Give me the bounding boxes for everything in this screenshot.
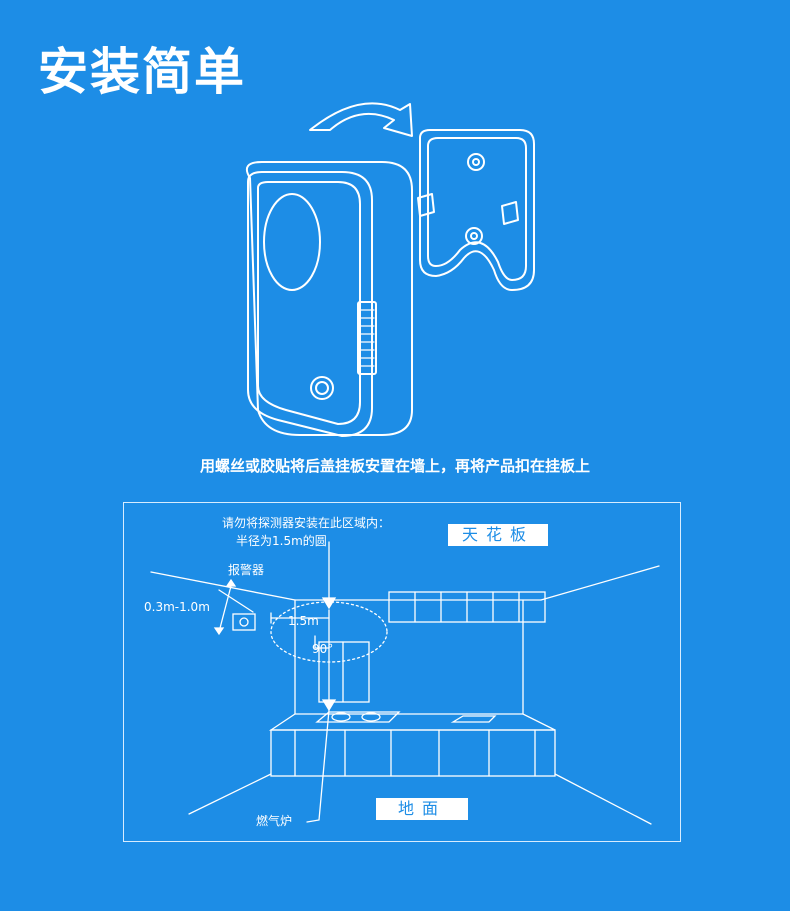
product-illustration bbox=[246, 102, 535, 437]
ceiling-label: 天花板 bbox=[448, 524, 548, 546]
detector-front bbox=[247, 171, 373, 437]
diagram-frame bbox=[123, 502, 681, 842]
stove-label: 燃气炉 bbox=[256, 814, 293, 828]
wall-bracket bbox=[419, 129, 535, 291]
sink bbox=[450, 715, 497, 723]
page-title: 安装简单 bbox=[38, 43, 246, 101]
screw-hole-icon bbox=[465, 227, 483, 245]
height-range-label: 0.3m-1.0m bbox=[144, 600, 210, 614]
install-caption: 用螺丝或胶贴将后盖挂板安置在墙上，再将产品扣在挂板上 bbox=[199, 457, 590, 475]
warning-note-line2: 半径为1.5m的圆 bbox=[236, 534, 327, 548]
refrigerator bbox=[318, 641, 370, 703]
floor-label: 地面 bbox=[376, 798, 468, 820]
screw-hole-icon bbox=[467, 153, 485, 171]
gas-stove bbox=[315, 711, 401, 723]
detector-window bbox=[263, 193, 321, 291]
alarm-label: 报警器 bbox=[228, 563, 265, 577]
radius-label: 1.5m bbox=[288, 614, 319, 628]
warning-note-line1: 请勿将探测器安装在此区域内： bbox=[222, 516, 391, 530]
kitchen-diagram bbox=[150, 541, 660, 825]
alarm-device bbox=[232, 613, 256, 631]
vent-grille bbox=[357, 301, 377, 375]
lower-cabinets bbox=[270, 729, 556, 777]
counter-top bbox=[268, 713, 556, 731]
test-button-icon bbox=[310, 376, 334, 400]
rotate-arrow-icon bbox=[309, 102, 413, 137]
angle-label: 90° bbox=[312, 642, 334, 656]
